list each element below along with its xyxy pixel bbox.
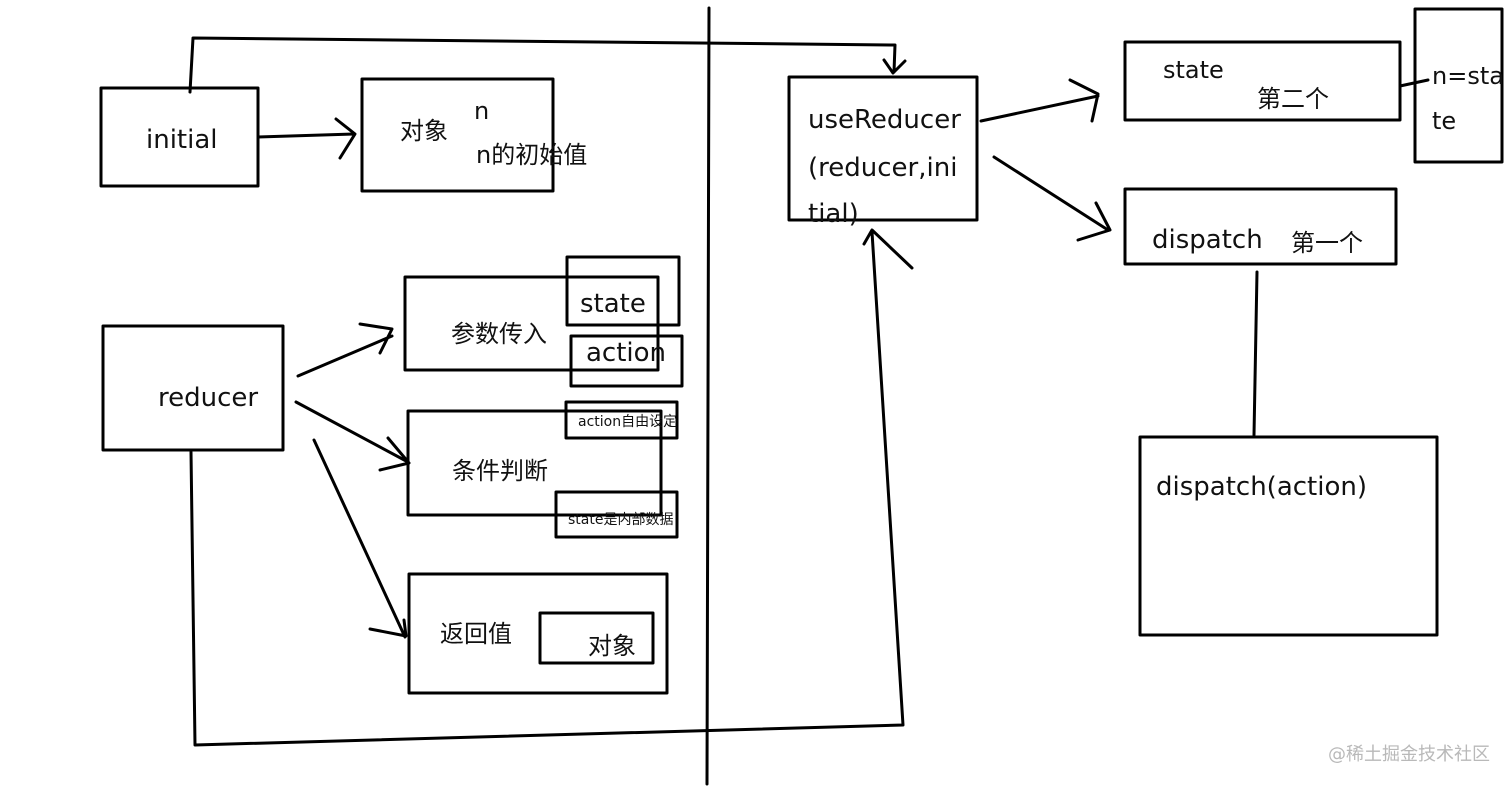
use-reducer-line2: (reducer,ini <box>808 153 957 183</box>
arrow-reducer-to-usereducer <box>189 228 914 747</box>
action-param-box <box>569 334 684 388</box>
arrow-initial-to-object <box>256 117 357 160</box>
out-state-box <box>1123 40 1402 122</box>
arrow-usereducer-to-dispatch <box>992 155 1112 242</box>
use-reducer-box <box>787 75 979 222</box>
state-param-box <box>565 255 681 327</box>
state-internal-label: state是内部数据 <box>568 512 673 528</box>
arrow-reducer-to-condition <box>294 400 411 472</box>
vertical-divider <box>705 6 711 786</box>
use-reducer-line3: tial) <box>808 199 859 229</box>
arrow-reducer-to-params <box>296 322 394 378</box>
arrow-initial-to-usereducer <box>188 36 907 94</box>
object-n-label: n <box>474 97 489 125</box>
line-dispatch-to-dispatch-action <box>1252 270 1259 437</box>
second-label: 第二个 <box>1257 85 1329 113</box>
line-state-to-nstate <box>1398 78 1430 88</box>
state-internal-box <box>554 490 679 539</box>
params-label: 参数传入 <box>451 320 547 348</box>
arrow-reducer-to-return <box>312 438 408 639</box>
out-dispatch-label: dispatch <box>1152 225 1263 255</box>
reducer-label: reducer <box>158 383 258 413</box>
n-state-box <box>1413 7 1504 164</box>
object-n-initial-label: n的初始值 <box>476 141 587 169</box>
return-label: 返回值 <box>440 620 512 648</box>
dispatch-action-label: dispatch(action) <box>1156 472 1367 502</box>
action-free-label: action自由设定 <box>578 414 677 430</box>
action-free-box <box>564 400 679 440</box>
use-reducer-line1: useReducer <box>808 105 961 135</box>
out-state-label: state <box>1163 56 1224 84</box>
action-param-label: action <box>586 338 666 368</box>
object-label: 对象 <box>400 117 448 145</box>
out-dispatch-box <box>1123 187 1398 266</box>
return-object-label: 对象 <box>588 632 636 660</box>
dispatch-action-box <box>1138 435 1439 637</box>
return-object-box <box>538 611 655 665</box>
initial-label: initial <box>146 125 218 155</box>
watermark: @稀土掘金技术社区 <box>1328 744 1490 765</box>
reducer-box <box>101 324 285 452</box>
n-state-line1: n=sta <box>1432 62 1504 90</box>
return-box <box>407 572 669 695</box>
n-state-line2: te <box>1432 107 1456 135</box>
condition-label: 条件判断 <box>452 457 548 485</box>
object-box <box>360 77 555 193</box>
first-label: 第一个 <box>1291 229 1363 257</box>
state-param-label: state <box>580 289 646 319</box>
arrow-usereducer-to-state <box>979 78 1100 123</box>
